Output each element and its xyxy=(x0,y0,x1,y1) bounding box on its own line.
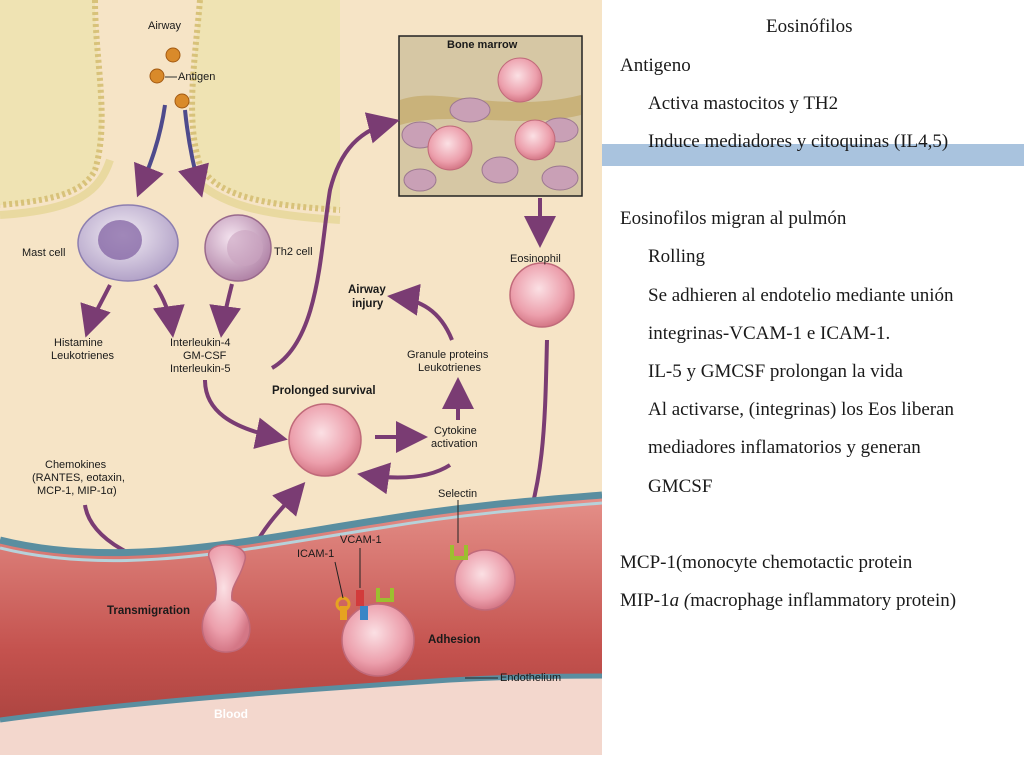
eosinophil-survival xyxy=(288,403,362,477)
label-mast-cell: Mast cell xyxy=(22,247,66,259)
eosinophil-diagram: Airway Antigen Bone marrow Mast cell Th2… xyxy=(0,0,602,755)
airway-wall-right xyxy=(192,0,340,210)
mip1-line: MIP-1a (macrophage inflammatory protein) xyxy=(620,590,956,612)
label-chemokines-1: Chemokines xyxy=(45,459,107,471)
label-antigen: Antigen xyxy=(178,71,216,83)
label-il4: Interleukin-4 xyxy=(170,337,231,349)
label-granule-proteins: Granule proteins xyxy=(407,349,489,361)
label-vcam1: VCAM-1 xyxy=(340,534,382,546)
label-adhesion: Adhesion xyxy=(428,634,481,646)
label-transmigration: Transmigration xyxy=(107,605,191,617)
label-th2-cell: Th2 cell xyxy=(274,246,313,258)
airway-wall-left xyxy=(0,0,102,205)
mip1-prefix: MIP-1 xyxy=(620,590,670,611)
mip1-alpha: a ( xyxy=(669,590,691,611)
diagram-artwork xyxy=(0,0,602,755)
antigen-point-1: Activa mastocitos y TH2 xyxy=(648,93,839,114)
migration-point-2a: Se adhieren al endotelio mediante unión xyxy=(648,285,954,306)
transmigrating-eosinophil xyxy=(201,544,251,653)
eosinophil-circulating xyxy=(509,262,575,328)
label-endothelium: Endothelium xyxy=(500,672,562,684)
label-airway-injury-2: injury xyxy=(352,298,384,310)
label-chemokines-2: (RANTES, eotaxin, xyxy=(32,472,125,484)
label-eosinophil: Eosinophil xyxy=(510,253,561,265)
label-gmcsf: GM-CSF xyxy=(183,350,227,362)
migration-point-1: Rolling xyxy=(648,246,706,267)
eosinophil-adhesion xyxy=(341,603,415,677)
migration-point-4b: mediadores inflamatorios y generan xyxy=(648,437,921,458)
label-airway: Airway xyxy=(148,20,182,32)
label-bone-marrow: Bone marrow xyxy=(447,39,518,51)
eosinophil-rolling xyxy=(454,549,516,611)
label-histamine: Histamine xyxy=(54,337,103,349)
label-selectin: Selectin xyxy=(438,488,478,500)
antigen-heading: Antigeno xyxy=(620,55,691,76)
label-prolonged-survival: Prolonged survival xyxy=(272,385,376,397)
label-leukotrienes: Leukotrienes xyxy=(51,350,114,362)
label-airway-injury-1: Airway xyxy=(348,284,386,296)
antigen-particles xyxy=(149,47,190,109)
label-cytokine: Cytokine xyxy=(434,425,477,437)
mcp1-line: MCP-1(monocyte chemotactic protein xyxy=(620,552,913,573)
label-icam1: ICAM-1 xyxy=(297,548,335,560)
label-activation: activation xyxy=(431,438,478,450)
antigen-point-2: Induce mediadores y citoquinas (IL4,5) xyxy=(648,131,949,152)
notes-title: Eosinófilos xyxy=(766,16,853,37)
label-chemokines-3: MCP-1, MIP-1α) xyxy=(37,485,117,497)
migration-heading: Eosinofilos migran al pulmón xyxy=(620,208,847,229)
label-il5: Interleukin-5 xyxy=(170,363,231,375)
label-granule-leukotrienes: Leukotrienes xyxy=(418,362,481,374)
migration-point-3: IL-5 y GMCSF prolongan la vida xyxy=(648,361,903,382)
migration-point-4a: Al activarse, (integrinas) los Eos liber… xyxy=(648,399,955,420)
label-blood: Blood xyxy=(214,707,248,721)
accent-bar xyxy=(602,144,1024,166)
migration-point-4c: GMCSF xyxy=(648,476,713,497)
mip1-rest: macrophage inflammatory protein) xyxy=(690,590,957,611)
migration-point-2b: integrinas-VCAM-1 e ICAM-1. xyxy=(648,323,891,344)
